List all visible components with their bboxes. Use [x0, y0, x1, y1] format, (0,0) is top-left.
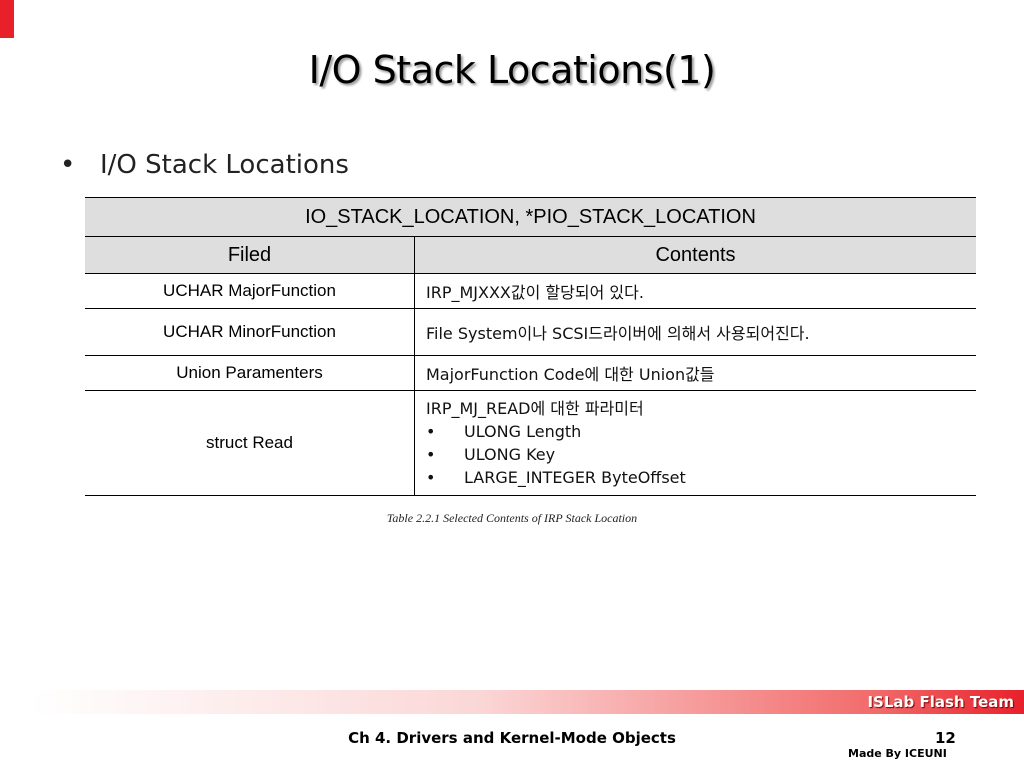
page-number: 12: [935, 729, 956, 747]
table-title-row: IO_STACK_LOCATION, *PIO_STACK_LOCATION: [85, 197, 976, 237]
bullet-text: I/O Stack Locations: [100, 150, 349, 180]
irp-stack-location-table: IO_STACK_LOCATION, *PIO_STACK_LOCATION F…: [85, 197, 976, 496]
team-banner: ISLab Flash Team: [30, 690, 1024, 714]
cell-field: struct Read: [85, 390, 415, 496]
cell-field: UCHAR MinorFunction: [85, 308, 415, 356]
list-item-text: ULONG Length: [464, 422, 582, 441]
list-item: • ULONG Length: [426, 420, 976, 443]
bullet-symbol: •: [426, 468, 436, 487]
cell-field: Union Paramenters: [85, 355, 415, 391]
bullet-item: • I/O Stack Locations: [60, 150, 349, 180]
table-header-row: Filed Contents: [85, 236, 976, 274]
header-field: Filed: [85, 236, 415, 274]
read-params-heading: IRP_MJ_READ에 대한 파라미터: [426, 399, 644, 418]
list-item-text: ULONG Key: [464, 445, 556, 464]
team-label: ISLab Flash Team: [867, 693, 1014, 711]
author-credit: Made By ICEUNI: [848, 747, 947, 760]
read-params-list: • ULONG Length • ULONG Key • LARGE_INTEGER …: [426, 420, 976, 489]
chapter-title: Ch 4. Drivers and Kernel-Mode Objects: [348, 729, 676, 747]
bullet-symbol: •: [426, 422, 436, 441]
header-contents: Contents: [414, 236, 976, 274]
table-title: IO_STACK_LOCATION, *PIO_STACK_LOCATION: [85, 197, 976, 237]
bullet-symbol: •: [426, 445, 436, 464]
table-row: Union Paramenters MajorFunction Code에 대한…: [85, 355, 976, 391]
table-caption: Table 2.2.1 Selected Contents of IRP Sta…: [386, 511, 638, 525]
list-item: • ULONG Key: [426, 443, 976, 466]
list-item-text: LARGE_INTEGER ByteOffset: [464, 468, 686, 487]
cell-contents: MajorFunction Code에 대한 Union값들: [414, 355, 976, 391]
corner-accent-mark: [0, 0, 14, 38]
cell-contents-read: IRP_MJ_READ에 대한 파라미터 • ULONG Length • ULON…: [414, 390, 976, 496]
bullet-symbol: •: [60, 150, 76, 180]
cell-contents: IRP_MJXXX값이 할당되어 있다.: [414, 273, 976, 309]
table-row: UCHAR MinorFunction File System이나 SCSI드라…: [85, 308, 976, 356]
list-item: • LARGE_INTEGER ByteOffset: [426, 466, 976, 489]
table-row: struct Read IRP_MJ_READ에 대한 파라미터 • ULONG …: [85, 390, 976, 496]
slide-title: I/O Stack Locations(1): [308, 48, 716, 92]
cell-field: UCHAR MajorFunction: [85, 273, 415, 309]
cell-contents: File System이나 SCSI드라이버에 의해서 사용되어진다.: [414, 308, 976, 356]
table-row: UCHAR MajorFunction IRP_MJXXX값이 할당되어 있다.: [85, 273, 976, 309]
